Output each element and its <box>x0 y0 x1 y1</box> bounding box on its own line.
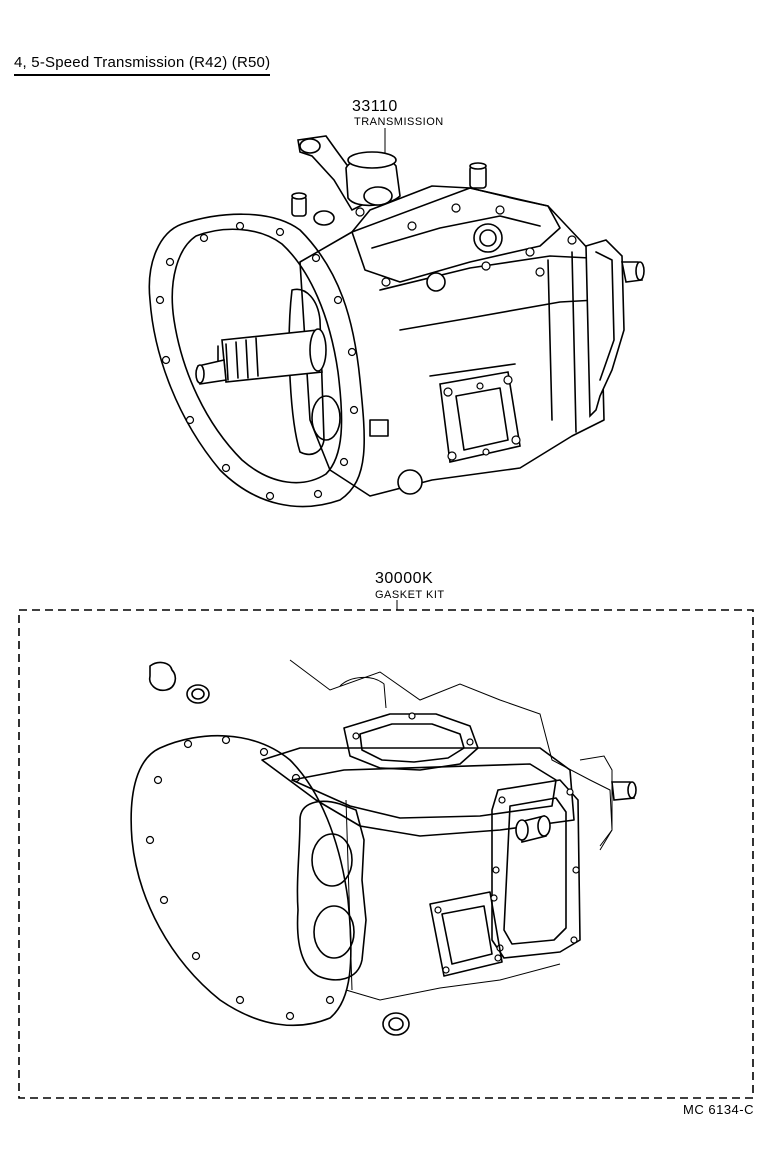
shift-lever <box>297 135 401 212</box>
top-plugs <box>291 162 577 292</box>
part-name-transmission: TRANSMISSION <box>354 116 444 128</box>
extension-housing <box>585 239 645 418</box>
gasket-kit-border <box>18 609 754 1099</box>
gasket-kit-drawing <box>18 600 754 1099</box>
bell-housing-gasket-holes <box>145 735 335 1021</box>
side-cover-gasket <box>429 891 503 977</box>
transmission-drawing <box>148 128 645 508</box>
oil-seal-front <box>186 684 210 704</box>
bell-housing-gasket <box>130 734 352 1027</box>
extension-gasket <box>491 779 581 959</box>
top-cover-gasket <box>343 712 479 771</box>
case-front-gasket <box>296 800 367 981</box>
part-number-gasket-kit: 30000K <box>375 570 434 587</box>
diagram-title: 4, 5-Speed Transmission (R42) (R50) <box>14 54 271 76</box>
sleeve-seal <box>515 814 551 844</box>
part-number-transmission: 33110 <box>352 98 398 115</box>
input-shaft <box>195 328 327 385</box>
small-gasket <box>148 661 177 692</box>
oil-seal-rear <box>382 1012 410 1036</box>
bell-housing <box>148 213 365 508</box>
part-name-gasket-kit: GASKET KIT <box>375 589 445 601</box>
side-cover <box>439 371 521 463</box>
top-cover <box>351 185 561 283</box>
bell-housing-inner <box>171 228 343 484</box>
figure-code: MC 6134-C <box>683 1102 754 1117</box>
bell-housing-bolts <box>155 221 359 501</box>
drain-plug <box>397 469 423 495</box>
